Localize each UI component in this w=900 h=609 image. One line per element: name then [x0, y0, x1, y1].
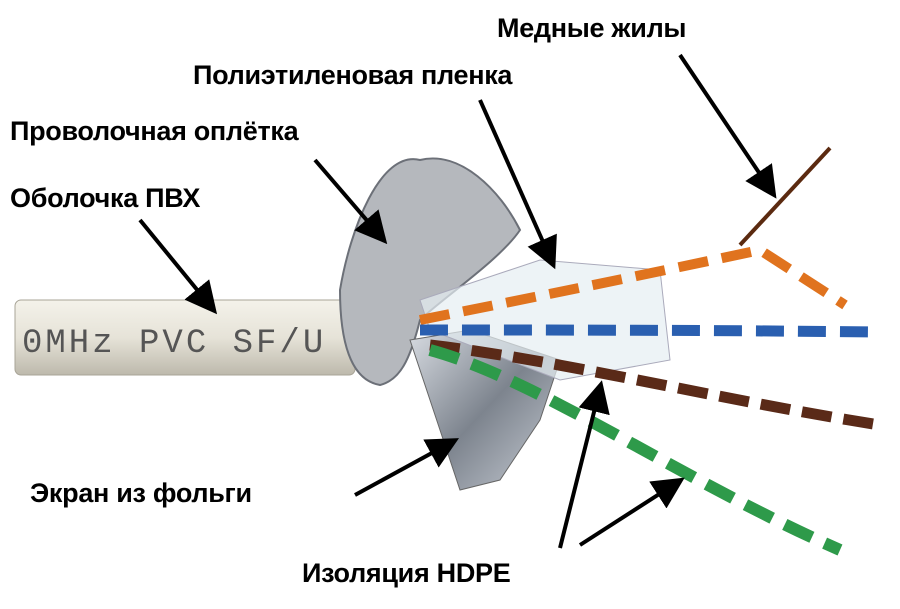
arrow-copper-cores [678, 53, 777, 199]
label-foil-screen: Экран из фольги [30, 478, 252, 508]
copper-core [738, 146, 832, 247]
arrow-polyethylene-film [478, 99, 557, 270]
green-pair [428, 344, 843, 556]
pointer-arrows [138, 53, 777, 549]
cable-print: 0MHz PVC SF/U [22, 325, 326, 363]
label-polyethylene-film: Полиэтиленовая пленка [193, 60, 513, 90]
arrow-wire-braid [313, 158, 388, 245]
brown-pair [429, 339, 881, 431]
orange-pair [419, 244, 848, 325]
arrow-foil-screen [354, 438, 460, 497]
label-wire-braid: Проволочная оплётка [10, 116, 299, 146]
blue-pair [419, 324, 876, 338]
arrow-hdpe-2 [578, 477, 685, 547]
label-pvc-jacket: Оболочка ПВХ [10, 183, 201, 213]
arrow-pvc-jacket [138, 218, 218, 315]
arrow-hdpe-1 [558, 380, 610, 549]
label-hdpe-insulation: Изоляция HDPE [302, 558, 511, 588]
label-copper-cores: Медные жилы [497, 13, 687, 43]
